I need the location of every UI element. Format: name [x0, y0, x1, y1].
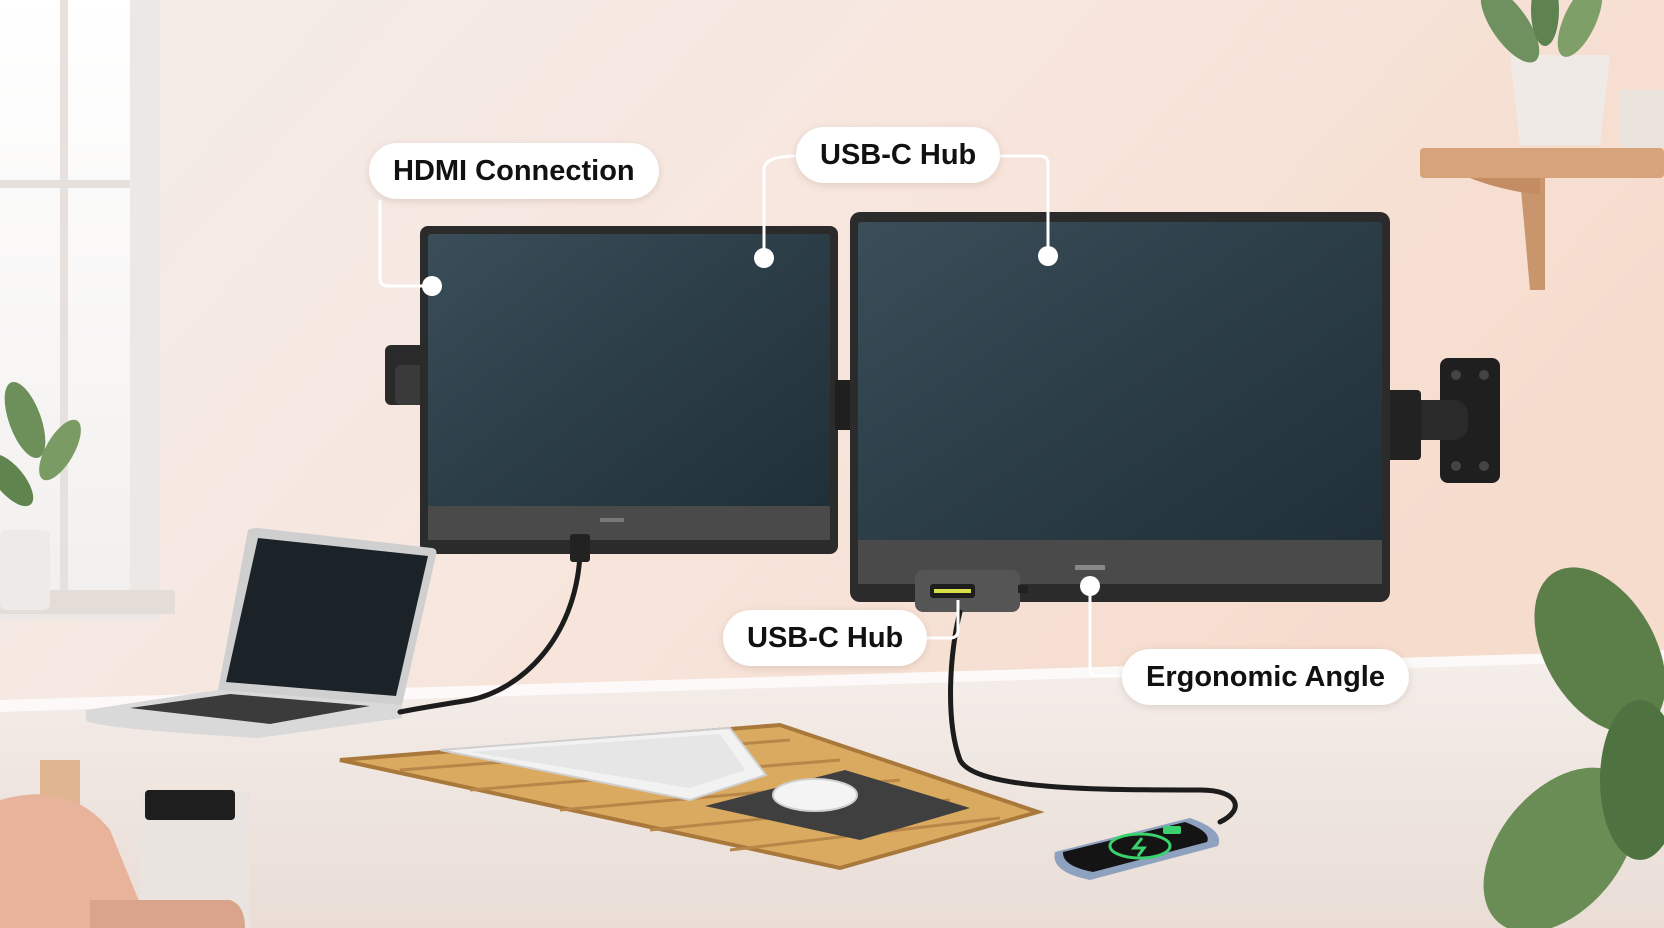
window — [0, 0, 175, 620]
callout-ergonomic-label: Ergonomic Angle — [1146, 661, 1385, 693]
chair — [0, 794, 245, 928]
callout-hdmi-label: HDMI Connection — [393, 155, 635, 187]
wireless-charging-icon — [1108, 832, 1172, 860]
wall-mount-right — [1385, 358, 1500, 483]
monitor-right — [850, 212, 1390, 602]
callout-ergonomic-angle: Ergonomic Angle — [1122, 649, 1409, 705]
callout-usb-c-hub-top: USB-C Hub — [796, 127, 1001, 183]
callout-usb-c-hub-bottom: USB-C Hub — [723, 610, 928, 666]
smartphone — [1054, 818, 1220, 880]
monitor-left — [420, 226, 853, 554]
callout-usb-hub-bottom-label: USB-C Hub — [747, 622, 904, 654]
keyboard — [439, 726, 768, 802]
callout-usb-hub-top-label: USB-C Hub — [820, 139, 977, 171]
cables — [397, 552, 1238, 825]
plant-left — [0, 382, 81, 610]
callout-dots — [422, 246, 1100, 596]
callout-leaders — [378, 154, 1120, 678]
plant-right — [1483, 567, 1664, 928]
wall-shelf — [1420, 0, 1664, 290]
laptop — [86, 528, 437, 738]
mouse-pad — [705, 770, 970, 840]
callout-hdmi-connection: HDMI Connection — [369, 143, 659, 199]
usb-c-hub-device — [915, 570, 1028, 612]
